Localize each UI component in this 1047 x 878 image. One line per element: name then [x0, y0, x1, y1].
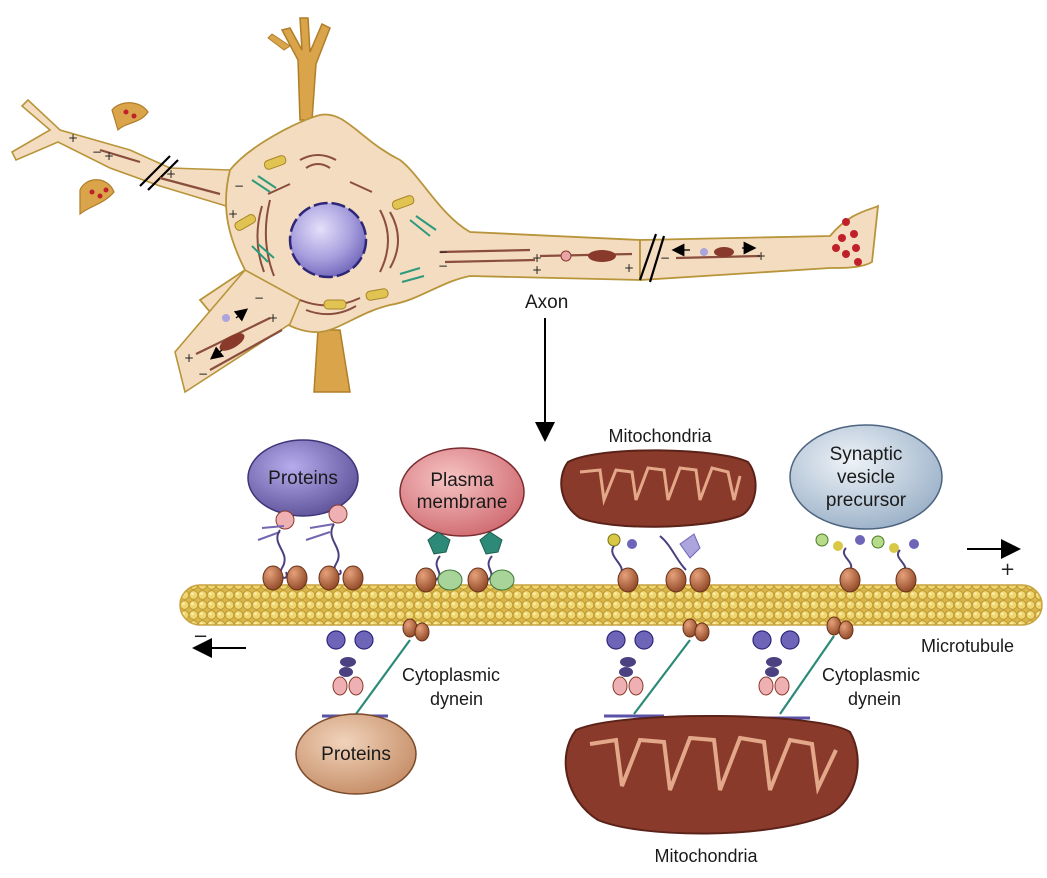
cargo-synaptic-line3: precursor — [826, 490, 907, 511]
plus-end-sign: + — [1000, 559, 1015, 580]
neuron-polarity-signs: + − + + − + − − + + + − + − + + − — [68, 131, 766, 381]
dendrite-bottom — [313, 329, 351, 393]
minus-end-sign: − — [193, 626, 208, 647]
svg-text:+: + — [68, 131, 78, 145]
svg-text:+: + — [268, 311, 278, 325]
svg-text:+: + — [532, 251, 542, 265]
svg-text:+: + — [228, 207, 238, 221]
svg-text:−: − — [198, 367, 208, 381]
rough-er — [251, 175, 437, 283]
mitochondria-bottom-label: Mitochondria — [654, 846, 758, 866]
svg-text:+: + — [184, 351, 194, 365]
cargo-plasma-membrane-line1: Plasma — [430, 470, 494, 491]
axon-cargo-small — [219, 247, 734, 351]
dynein-right-label-line1: Cytoplasmic — [822, 665, 920, 685]
dynein-motors: Cytoplasmic dynein Proteins Cytoplasmic … — [295, 616, 920, 866]
axon-shaft — [639, 204, 880, 281]
cargo-synaptic-line2: vesicle — [837, 467, 895, 488]
axon-break-marks — [139, 155, 666, 283]
synaptic-boutons-left — [79, 102, 149, 216]
cargo-proteins-top-label: Proteins — [268, 468, 338, 489]
neuron-microtubules — [99, 148, 761, 371]
neuron: + − + + − + − − + + + − + − + + − — [10, 17, 880, 394]
cargo-mitochondria-top — [560, 449, 757, 528]
dynein-left-label-line2: dynein — [430, 689, 483, 709]
svg-text:+: + — [104, 149, 114, 163]
microtubule — [179, 584, 1043, 626]
axon-label: Axon — [525, 292, 568, 313]
kinesin-motors: Proteins Plasma membrane Mitochondria — [247, 424, 943, 593]
nucleus — [288, 201, 368, 279]
cargo-plasma-membrane-line2: membrane — [417, 492, 508, 513]
svg-text:−: − — [660, 251, 670, 265]
svg-text:−: − — [254, 291, 264, 305]
dendrite-top — [280, 17, 331, 121]
microtubule-label: Microtubule — [921, 636, 1014, 656]
dynein-left-label-line1: Cytoplasmic — [402, 665, 500, 685]
neuron-direction-arrows — [209, 241, 757, 360]
svg-text:+: + — [756, 249, 766, 263]
svg-text:+: + — [532, 263, 542, 277]
cargo-synaptic-line1: Synaptic — [830, 444, 903, 465]
mitochondria-top-label: Mitochondria — [608, 426, 712, 446]
endoplasmic-reticulum — [256, 154, 399, 316]
cargo-mitochondria-bottom — [564, 714, 859, 835]
lower-left-branch — [174, 268, 302, 394]
cargo-synaptic-vesicle-precursor — [789, 424, 943, 530]
synaptic-vesicles-terminal — [832, 218, 862, 266]
dynein-right-label-line2: dynein — [848, 689, 901, 709]
svg-text:−: − — [92, 145, 102, 159]
svg-text:+: + — [624, 261, 634, 275]
cargo-proteins-top — [247, 439, 359, 517]
svg-text:−: − — [438, 259, 448, 273]
cargo-proteins-bottom-label: Proteins — [321, 744, 391, 765]
cargo-plasma-membrane — [399, 447, 525, 537]
svg-text:−: − — [438, 245, 448, 259]
cargo-proteins-bottom — [295, 713, 417, 795]
left-process — [10, 98, 231, 208]
svg-text:+: + — [166, 167, 176, 181]
svg-text:−: − — [234, 179, 244, 193]
mitochondria-small — [234, 155, 415, 310]
